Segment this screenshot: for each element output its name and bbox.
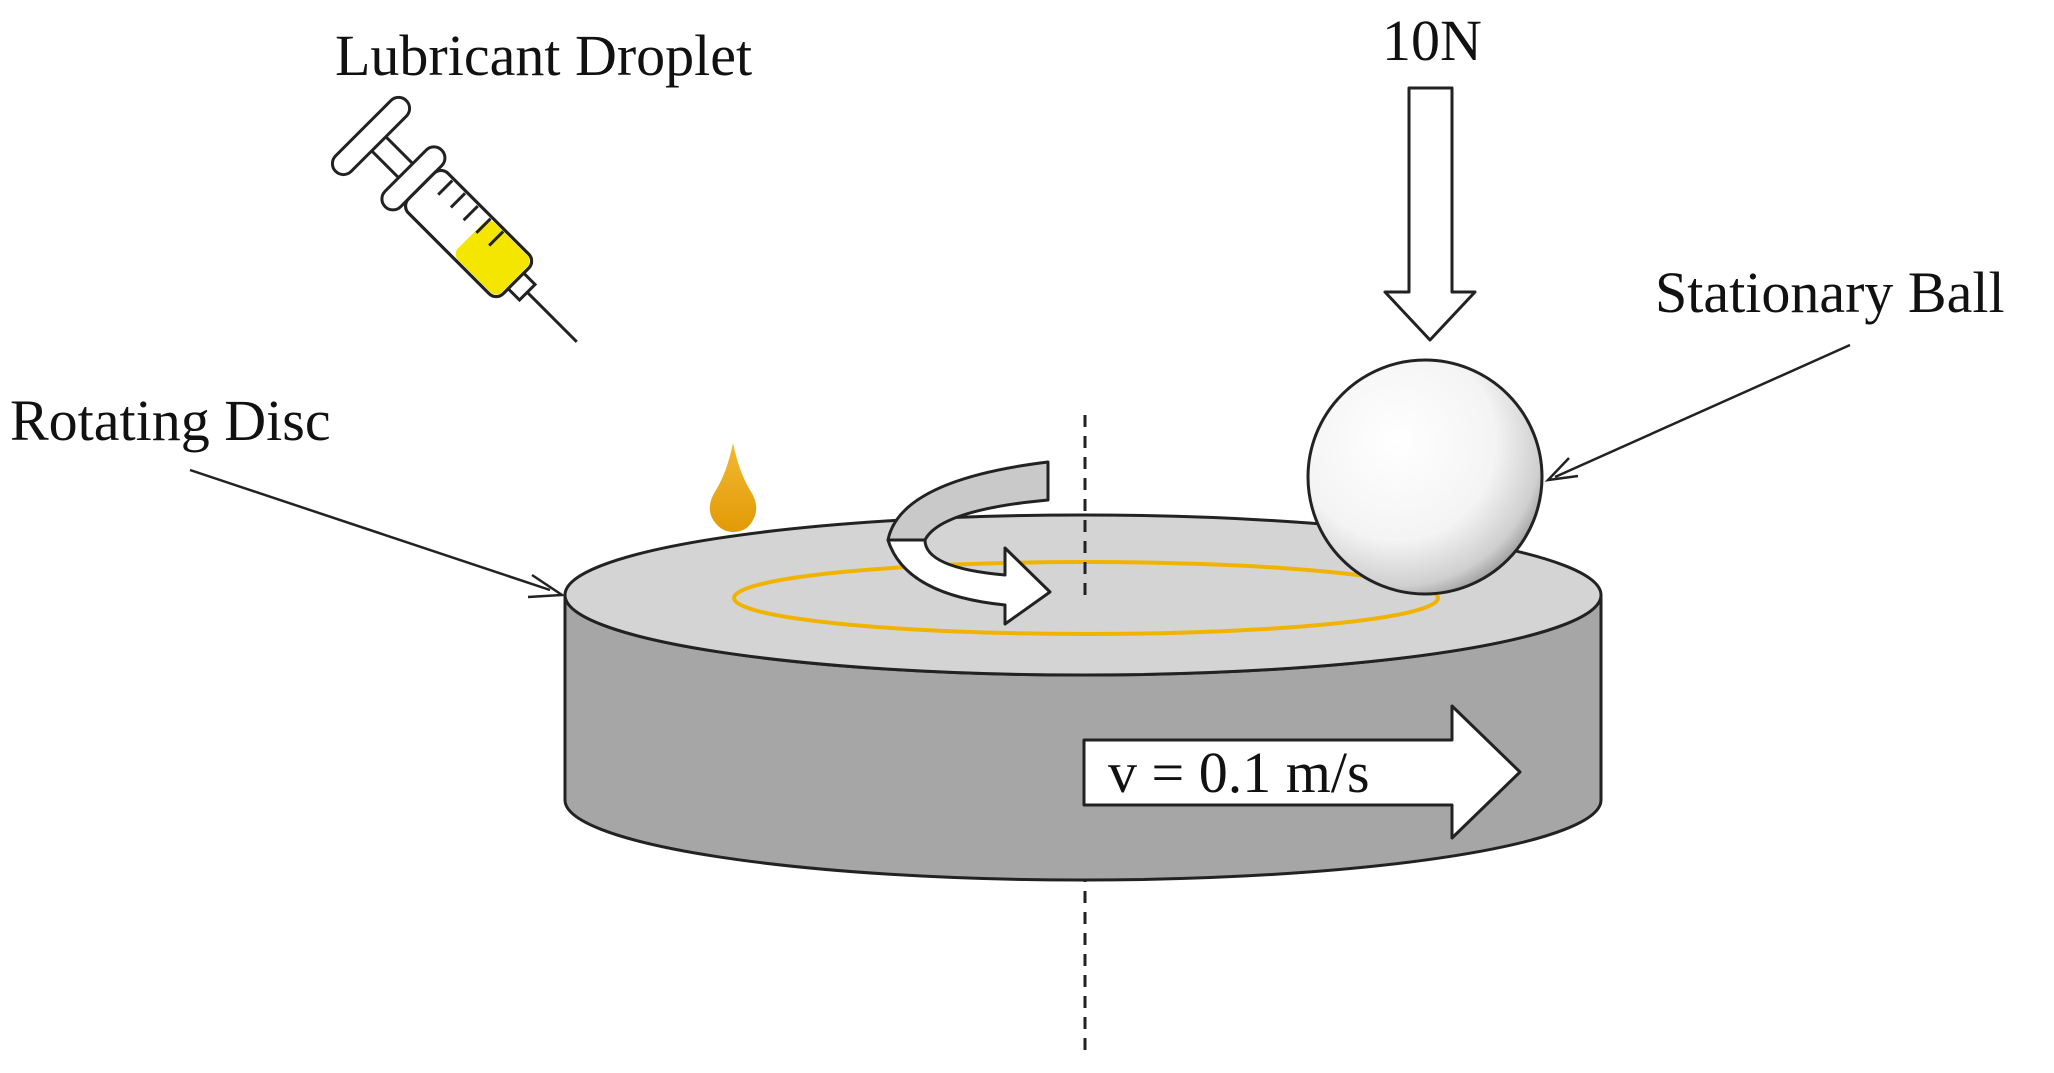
velocity-label: v = 0.1 m/s	[1108, 740, 1370, 805]
rotating-disc-label: Rotating Disc	[10, 388, 331, 453]
stationary-ball-label: Stationary Ball	[1655, 260, 2005, 325]
rotation-arrow	[886, 460, 1052, 626]
lubricant-droplet-icon	[709, 443, 757, 532]
syringe-icon	[330, 95, 578, 343]
load-label: 10N	[1382, 8, 1482, 73]
rotating-disc-pointer	[189, 468, 566, 599]
velocity-arrow: v = 0.1 m/s	[1082, 704, 1522, 840]
stationary-ball-pointer	[1544, 343, 1851, 482]
lubricant-droplet-label: Lubricant Droplet	[335, 23, 752, 88]
load-arrow	[1383, 86, 1477, 342]
stationary-ball	[1306, 358, 1544, 596]
